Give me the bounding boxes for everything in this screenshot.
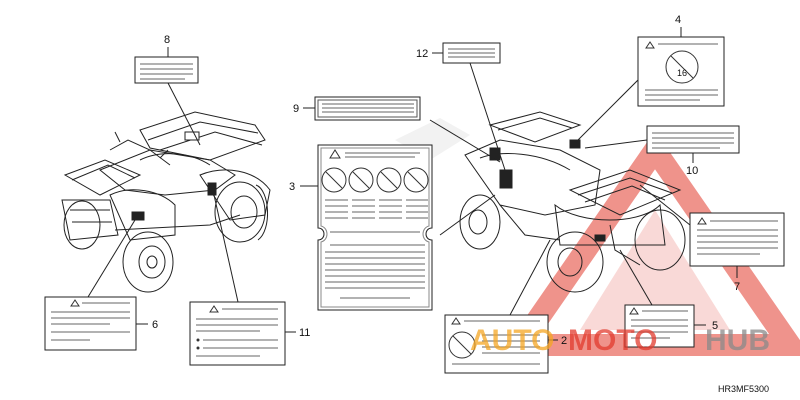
leader-5-to-part [619, 249, 653, 306]
watermark-part-hub: HUB [705, 324, 770, 357]
label-12: 16 [637, 36, 725, 107]
callout-12: 4 [675, 14, 681, 26]
callout-8: 8 [164, 34, 170, 46]
leader-8-to-part [167, 82, 201, 146]
callout-4: 11 [299, 327, 310, 339]
leader-9-to-part [429, 119, 501, 163]
label-8 [134, 56, 199, 84]
atv-rear-view [395, 111, 686, 293]
leader-12-to-part [574, 79, 639, 144]
callout-10: 10 [686, 165, 698, 177]
callout-5: 5 [712, 320, 718, 332]
callout-9: 9 [293, 103, 299, 115]
leader-3-to-part [439, 194, 496, 236]
callout-7: 7 [734, 281, 740, 293]
callout-11: 12 [416, 48, 428, 60]
diagram-code: HR3MF5300 [718, 384, 769, 394]
label-5 [624, 304, 695, 348]
callout-6: 6 [152, 319, 158, 331]
atv-front-view [61, 111, 271, 293]
watermark-text: AUTO MOTO HUB [470, 324, 770, 357]
watermark-part-auto: AUTO [470, 324, 554, 357]
label-2 [444, 314, 549, 374]
leader-6-to-part [87, 219, 136, 298]
leader-2-to-part [509, 239, 551, 316]
label-3 [317, 144, 433, 311]
label-6 [44, 296, 137, 351]
label-4 [189, 301, 286, 366]
label-9 [314, 96, 421, 121]
svg-text:16: 16 [677, 68, 687, 78]
watermark-part-moto: MOTO [568, 324, 657, 357]
label-7 [689, 212, 785, 267]
callout-3: 3 [289, 181, 295, 193]
callout-2: 2 [561, 335, 567, 347]
leader-4-to-part [213, 194, 239, 303]
label-10 [646, 125, 740, 154]
leader-10-to-part [584, 139, 648, 149]
leader-11-to-part [469, 62, 506, 171]
label-11 [442, 42, 501, 64]
leader-7-to-part [639, 184, 691, 226]
